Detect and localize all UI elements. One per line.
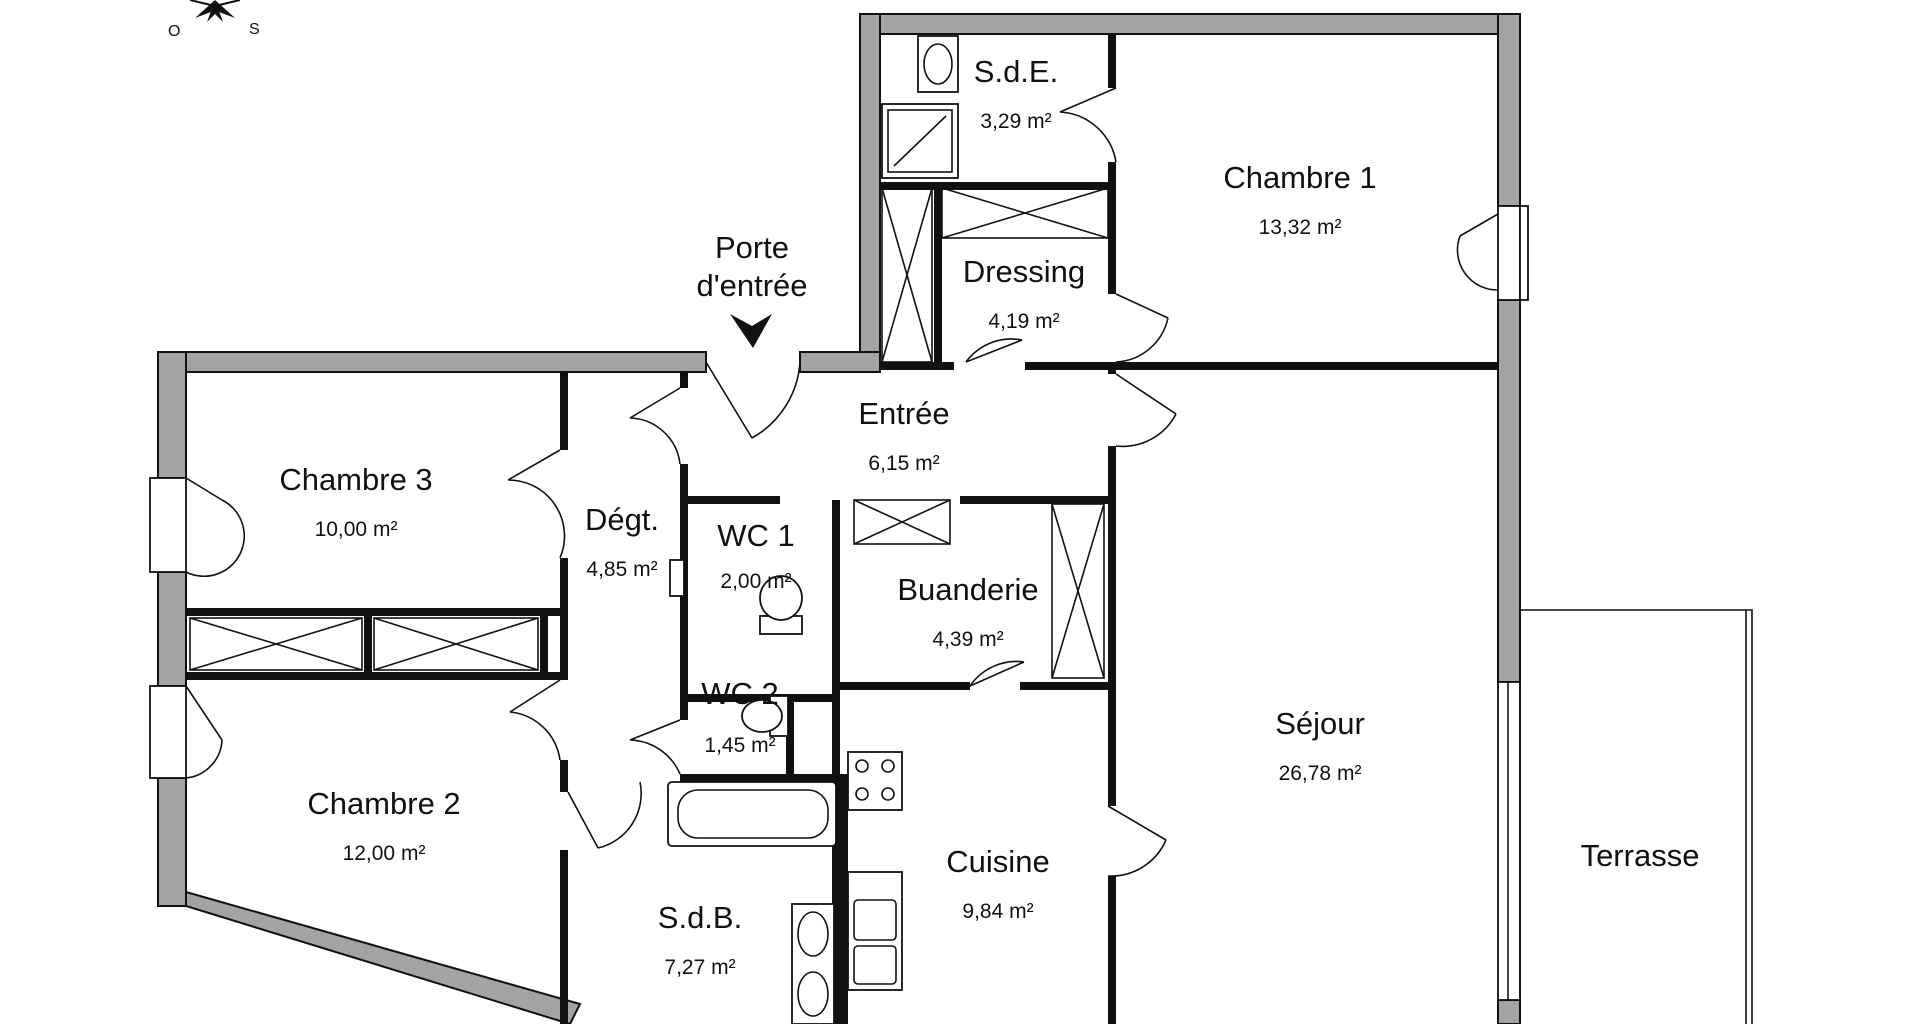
room-area-cuisine: 9,84 m² bbox=[962, 900, 1033, 923]
room-area-chambre-1: 13,32 m² bbox=[1259, 216, 1342, 239]
stove-icon bbox=[847, 751, 903, 811]
door-entree bbox=[705, 361, 801, 439]
room-name-buanderie: Buanderie bbox=[897, 572, 1038, 607]
door-degt-entree bbox=[629, 387, 681, 465]
windows bbox=[149, 205, 1529, 1001]
door-chambre1 bbox=[965, 338, 1023, 363]
room-area-sdb: 7,27 m² bbox=[664, 956, 735, 979]
entry-marker: Porte d'entrée bbox=[696, 230, 808, 348]
room-name-cuisine: Cuisine bbox=[946, 844, 1049, 879]
wall-chambre1-right-upper bbox=[1497, 13, 1521, 207]
double-sink-icon bbox=[791, 903, 835, 1024]
door-cuisine-sejour bbox=[1107, 805, 1167, 877]
door-sejour bbox=[1115, 373, 1177, 448]
door-wc2 bbox=[629, 719, 681, 775]
window-chambre2 bbox=[149, 685, 187, 779]
bathtub-icon bbox=[667, 781, 837, 847]
terrace-outline bbox=[1507, 609, 1753, 1024]
wall-sejour-right bbox=[1497, 299, 1521, 683]
room-name-dressing: Dressing bbox=[963, 254, 1085, 289]
entry-door-label-line-1: Porte bbox=[715, 230, 789, 265]
wall-sejour-right-low bbox=[1497, 999, 1521, 1024]
door-dressing bbox=[1115, 293, 1169, 363]
entry-arrow-icon bbox=[730, 314, 772, 348]
room-name-sde: S.d.E. bbox=[974, 54, 1058, 89]
room-name-chambre-3: Chambre 3 bbox=[279, 462, 432, 497]
wall-entry-left-vertical bbox=[859, 13, 881, 371]
room-name-sdb: S.d.B. bbox=[658, 900, 742, 935]
door-chambre3 bbox=[507, 449, 566, 559]
room-labels: S.d.E. 3,29 m² Chambre 1 13,32 m² Dressi… bbox=[279, 54, 1699, 979]
kitchen-sink-icon bbox=[847, 871, 903, 991]
window-chambre1 bbox=[1497, 205, 1521, 301]
fixtures bbox=[667, 35, 959, 1024]
room-name-sejour: Séjour bbox=[1275, 706, 1365, 741]
room-name-wc-2: WC 2 bbox=[701, 676, 779, 711]
room-area-chambre-3: 10,00 m² bbox=[315, 518, 398, 541]
door-sde bbox=[1059, 87, 1117, 163]
compass-rose-icon: O S bbox=[168, 0, 260, 40]
wall-left-upper bbox=[157, 351, 187, 479]
door-buanderie bbox=[969, 660, 1025, 687]
wall-entry-right bbox=[799, 351, 881, 373]
door-sdb bbox=[567, 781, 642, 849]
wall-diagonal-bottom bbox=[185, 890, 582, 1024]
window-chambre3 bbox=[149, 477, 187, 573]
entry-door-label-line-2: d'entrée bbox=[696, 268, 807, 303]
room-area-dressing: 4,19 m² bbox=[988, 310, 1059, 333]
room-name-terrasse: Terrasse bbox=[1581, 838, 1700, 873]
room-name-chambre-2: Chambre 2 bbox=[307, 786, 460, 821]
wall-top bbox=[859, 13, 1521, 35]
room-name-wc-1: WC 1 bbox=[717, 518, 795, 553]
room-area-chambre-2: 12,00 m² bbox=[343, 842, 426, 865]
doors bbox=[185, 87, 1499, 877]
room-area-wc-1: 2,00 m² bbox=[720, 570, 791, 593]
room-area-sde: 3,29 m² bbox=[980, 110, 1051, 133]
wall-left-top bbox=[157, 351, 707, 373]
compass-west-letter: O bbox=[168, 23, 180, 40]
room-area-degt: 4,85 m² bbox=[586, 558, 657, 581]
wall-left-lower bbox=[157, 777, 187, 907]
room-area-entree: 6,15 m² bbox=[868, 452, 939, 475]
exterior-walls bbox=[157, 13, 1521, 1024]
compass-south-letter: S bbox=[249, 21, 260, 38]
room-name-entree: Entrée bbox=[858, 396, 949, 431]
wardrobes bbox=[189, 187, 1109, 679]
room-area-wc-2: 1,45 m² bbox=[704, 734, 775, 757]
window-sejour-bay bbox=[1497, 681, 1521, 1001]
room-name-chambre-1: Chambre 1 bbox=[1223, 160, 1376, 195]
door-chambre2 bbox=[509, 679, 561, 761]
room-name-degt: Dégt. bbox=[585, 502, 659, 537]
room-area-buanderie: 4,39 m² bbox=[932, 628, 1003, 651]
wall-left-middle bbox=[157, 571, 187, 687]
room-area-sejour: 26,78 m² bbox=[1279, 762, 1362, 785]
